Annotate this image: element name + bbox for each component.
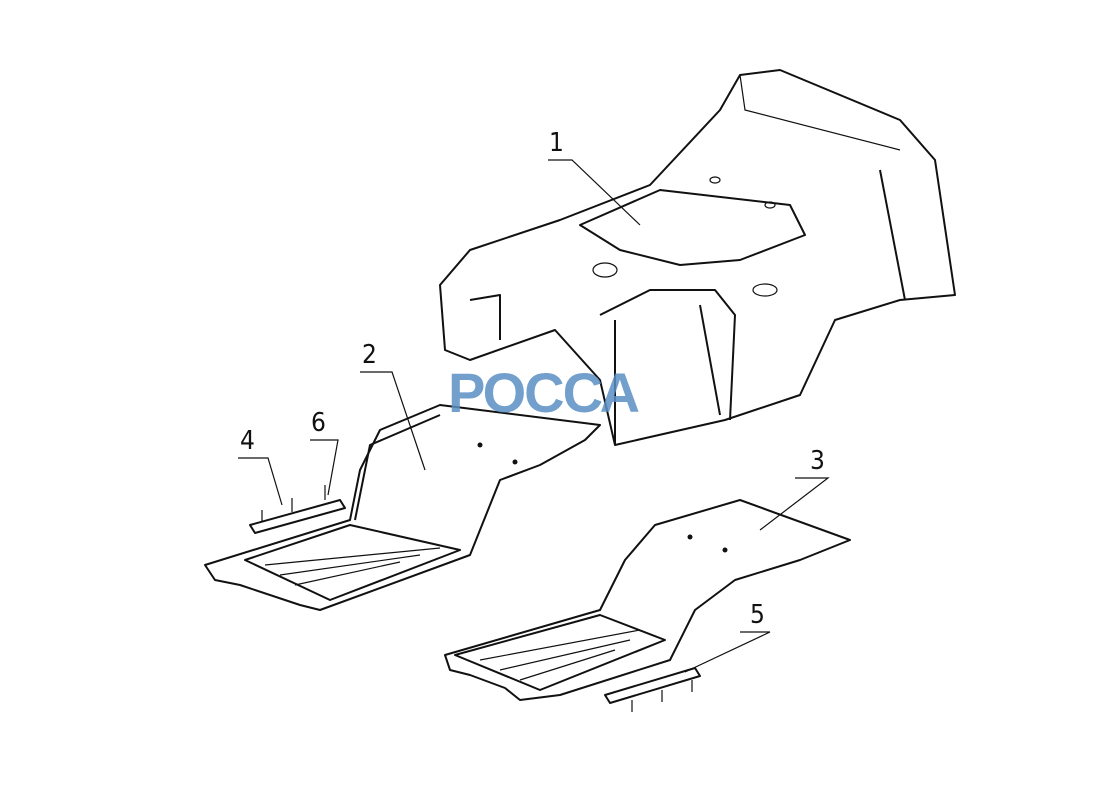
callout-6: 6: [311, 408, 326, 438]
callout-4: 4: [240, 426, 255, 456]
callout-5: 5: [750, 600, 765, 630]
watermark-logo: РОССА: [448, 361, 640, 424]
part-2-left-floor-mat: [204, 404, 601, 611]
part-3-right-floor-mat: [444, 499, 851, 701]
callout-1: 1: [549, 128, 564, 158]
callout-2: 2: [362, 340, 377, 370]
part-4-6-trim-strip: [249, 485, 346, 534]
part-1-floor-cover: [439, 69, 956, 446]
part-5-trim-strip: [604, 667, 701, 712]
callout-3: 3: [810, 446, 825, 476]
leader-lines: [238, 159, 830, 673]
